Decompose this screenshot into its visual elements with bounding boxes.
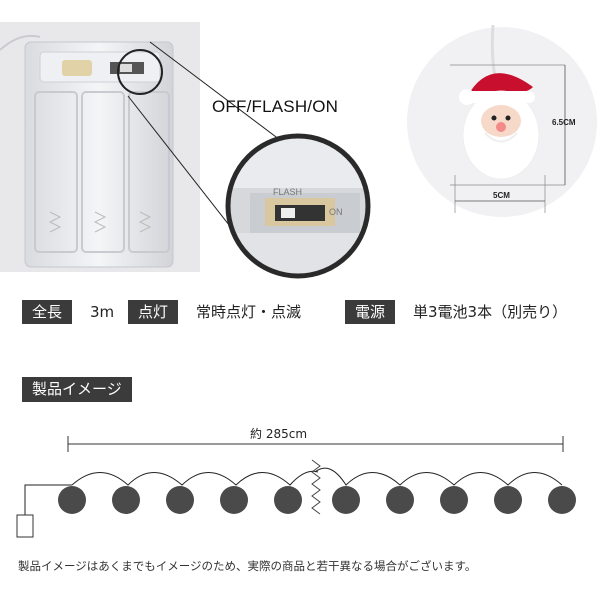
svg-text:ON: ON [329,207,343,217]
light-string-diagram [16,436,576,538]
spec-value-length: 3m [90,303,115,321]
santa-width-label: 5CM [493,191,510,200]
strand-wire [24,467,563,517]
switch-zoom-circle: FLASH ON [225,133,371,279]
total-length-label: 約 285cm [250,427,308,441]
battery-box-illustration [0,22,200,272]
bulb-7 [386,486,414,514]
bulb-9 [494,486,522,514]
disclaimer-note: 製品イメージはあくまでもイメージのため、実際の商品と若干異なる場合がございます。 [18,559,477,573]
spec-value-lighting: 常時点灯・点滅 [196,303,302,321]
santa-bulb-photo [407,25,597,217]
break-mark [311,459,321,515]
spec-tag-lighting: 点灯 [128,300,179,324]
battery-box-icon [16,514,34,538]
svg-text:FLASH: FLASH [273,187,302,197]
santa-height-label: 6.5CM [552,118,576,127]
bulb-6 [332,486,360,514]
bulb-10 [548,486,576,514]
bulb-8 [440,486,468,514]
bulb-4 [220,486,248,514]
bulb-3 [166,486,194,514]
product-image-heading: 製品イメージ [22,377,132,402]
battery-box-photo [0,22,200,272]
spec-tag-length: 全長 [22,300,73,324]
spec-tag-power: 電源 [345,300,396,324]
switch-label: OFF/FLASH/ON [212,97,339,116]
bulb-5 [274,486,302,514]
bulb-2 [112,486,140,514]
bulb-1 [58,486,86,514]
spec-value-power: 単3電池3本（別売り） [413,303,568,321]
